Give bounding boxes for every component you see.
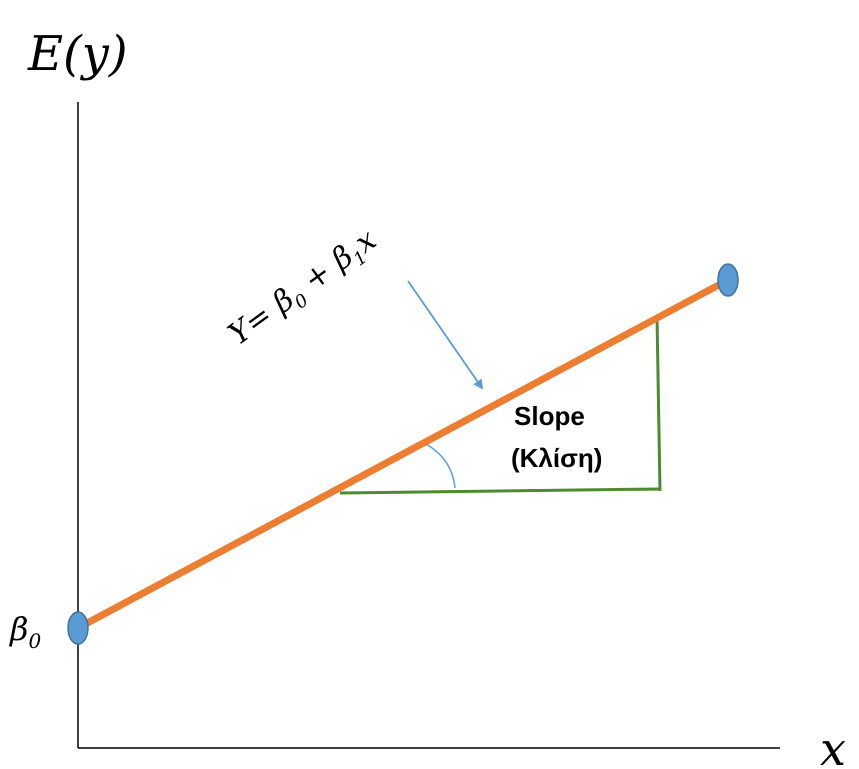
slope-label-line2: (Κλίση): [511, 443, 602, 473]
slope-rise-line: [655, 315, 662, 492]
slope-label-line1: Slope: [514, 401, 585, 431]
equation-arrow: [407, 280, 484, 390]
y-axis-label: E(y): [27, 26, 128, 82]
regression-equation: Y= β0 + β1x: [222, 222, 385, 355]
svg-text:Y= β0 + β1x: Y= β0 + β1x: [222, 222, 385, 355]
regression-line: [74, 276, 732, 632]
end-point: [717, 263, 739, 297]
intercept-point: [67, 611, 89, 645]
slope-run-line: [339, 487, 661, 495]
angle-arc: [423, 442, 456, 489]
intercept-label: β0: [9, 610, 42, 653]
x-axis-label: x: [820, 722, 846, 769]
